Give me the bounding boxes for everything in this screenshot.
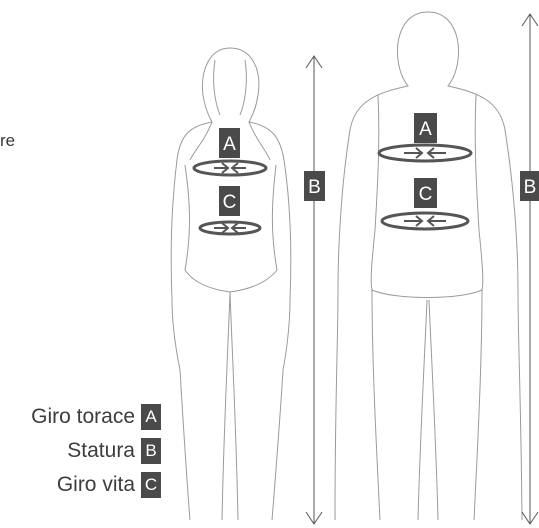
chest-marker-male: A xyxy=(419,119,432,140)
waist-marker-male: C xyxy=(419,184,433,205)
legend-label-height: Statura xyxy=(67,438,135,464)
legend-key-height: B xyxy=(141,438,161,464)
legend-row-chest: Giro torace A xyxy=(31,400,161,434)
legend-row-height: Statura B xyxy=(31,434,161,468)
male-figure xyxy=(335,12,522,520)
legend-key-waist: C xyxy=(141,472,161,498)
measurement-legend: Giro torace A Statura B Giro vita C xyxy=(31,400,161,502)
waist-marker-female: C xyxy=(223,192,237,213)
male-chest-measure: A xyxy=(379,113,471,161)
male-waist-measure: C xyxy=(382,178,468,229)
female-figure xyxy=(171,48,291,520)
legend-row-waist: Giro vita C xyxy=(31,468,161,502)
legend-label-chest: Giro torace xyxy=(31,404,135,430)
legend-key-chest: A xyxy=(141,404,161,430)
legend-label-waist: Giro vita xyxy=(57,472,135,498)
female-waist-measure: C xyxy=(200,186,260,234)
chest-marker-female: A xyxy=(223,134,236,155)
height-dimension-female: B xyxy=(304,56,325,524)
height-marker-female: B xyxy=(308,177,321,198)
height-dimension-male: B xyxy=(520,14,539,524)
height-marker-male: B xyxy=(524,177,537,198)
